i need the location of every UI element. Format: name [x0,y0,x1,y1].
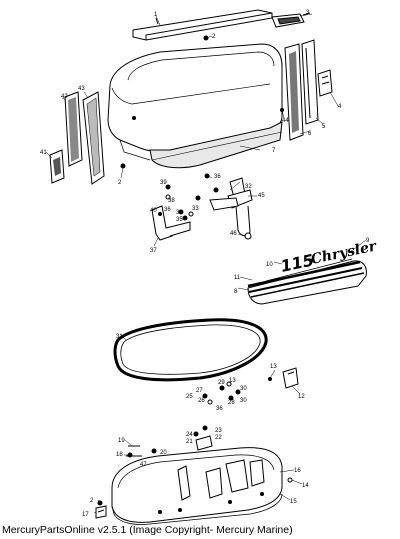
rear-latch-part[interactable] [271,12,311,28]
callout-33: 33 [192,206,199,212]
callout-1: 1 [154,12,158,18]
callout-36-c: 36 [216,406,223,412]
decal-strip-part[interactable] [247,258,367,305]
callout-24: 24 [186,432,193,438]
callout-31: 31 [116,334,123,340]
lower-cowl-part[interactable] [111,447,283,525]
callout-37: 37 [150,248,157,254]
callout-39: 39 [160,180,167,186]
callout-8: 8 [234,289,238,295]
callout-47: 47 [140,462,147,468]
callout-35: 35 [176,217,183,223]
callout-4: 4 [338,104,342,110]
callout-17: 17 [82,512,89,518]
callout-numbers: 1 2 3 4 5 6 7 44 42 43 41 2 39 38 40 36 … [40,10,370,518]
bottom-latch-part[interactable] [95,505,107,519]
callout-18: 18 [116,452,123,458]
callout-16: 16 [294,468,301,474]
callout-34: 34 [176,210,183,216]
callout-42: 42 [61,94,68,100]
upper-cowl-part[interactable] [107,43,283,169]
callout-43: 43 [78,86,85,92]
callout-36-a: 36 [164,207,171,213]
callout-28: 28 [228,400,235,406]
callout-46: 46 [230,231,237,237]
callout-10: 10 [266,262,273,268]
callout-2-top: 2 [212,34,216,40]
callout-13-right: 13 [270,364,277,370]
callout-5: 5 [322,124,326,130]
leader-lines [45,13,367,514]
callout-7: 7 [272,148,276,154]
callout-15: 15 [290,499,297,505]
callout-3: 3 [306,10,310,16]
callout-30-b: 30 [240,398,247,404]
left-side-panel-part[interactable] [49,91,105,185]
callout-21: 21 [186,439,193,445]
callout-30-a: 30 [240,386,247,392]
callout-2-bottom: 2 [90,498,94,504]
callout-13-mid: 13 [229,378,236,384]
callout-26: 26 [198,398,205,404]
callout-38: 38 [168,198,175,204]
callout-19: 19 [118,438,125,444]
callout-45: 45 [258,193,265,199]
callout-11: 11 [234,275,241,281]
callout-20: 20 [160,450,167,456]
callout-29: 29 [218,380,225,386]
right-side-bracket-part[interactable] [284,39,333,141]
lower-bracket-part[interactable] [151,205,191,241]
callout-40: 40 [150,208,157,214]
middle-fasteners [120,35,284,221]
callout-12: 12 [298,394,305,400]
latch-plate-part[interactable] [195,435,213,451]
callout-41: 41 [40,150,47,156]
side-clip-part[interactable] [282,367,299,389]
callout-27: 27 [196,388,203,394]
callout-14: 14 [302,483,309,489]
callout-25: 25 [186,394,193,400]
image-caption: MercuryPartsOnline v2.5.1 (Image Copyrig… [2,524,293,536]
cowl-seal-part[interactable] [113,318,268,382]
callout-36-b: 36 [214,174,221,180]
callout-6: 6 [308,131,312,137]
callout-23: 23 [215,428,222,434]
callout-44: 44 [282,118,289,124]
callout-2-mid: 2 [118,180,122,186]
callout-9: 9 [366,238,370,244]
callout-22: 22 [215,435,222,441]
callout-32: 32 [245,184,252,190]
